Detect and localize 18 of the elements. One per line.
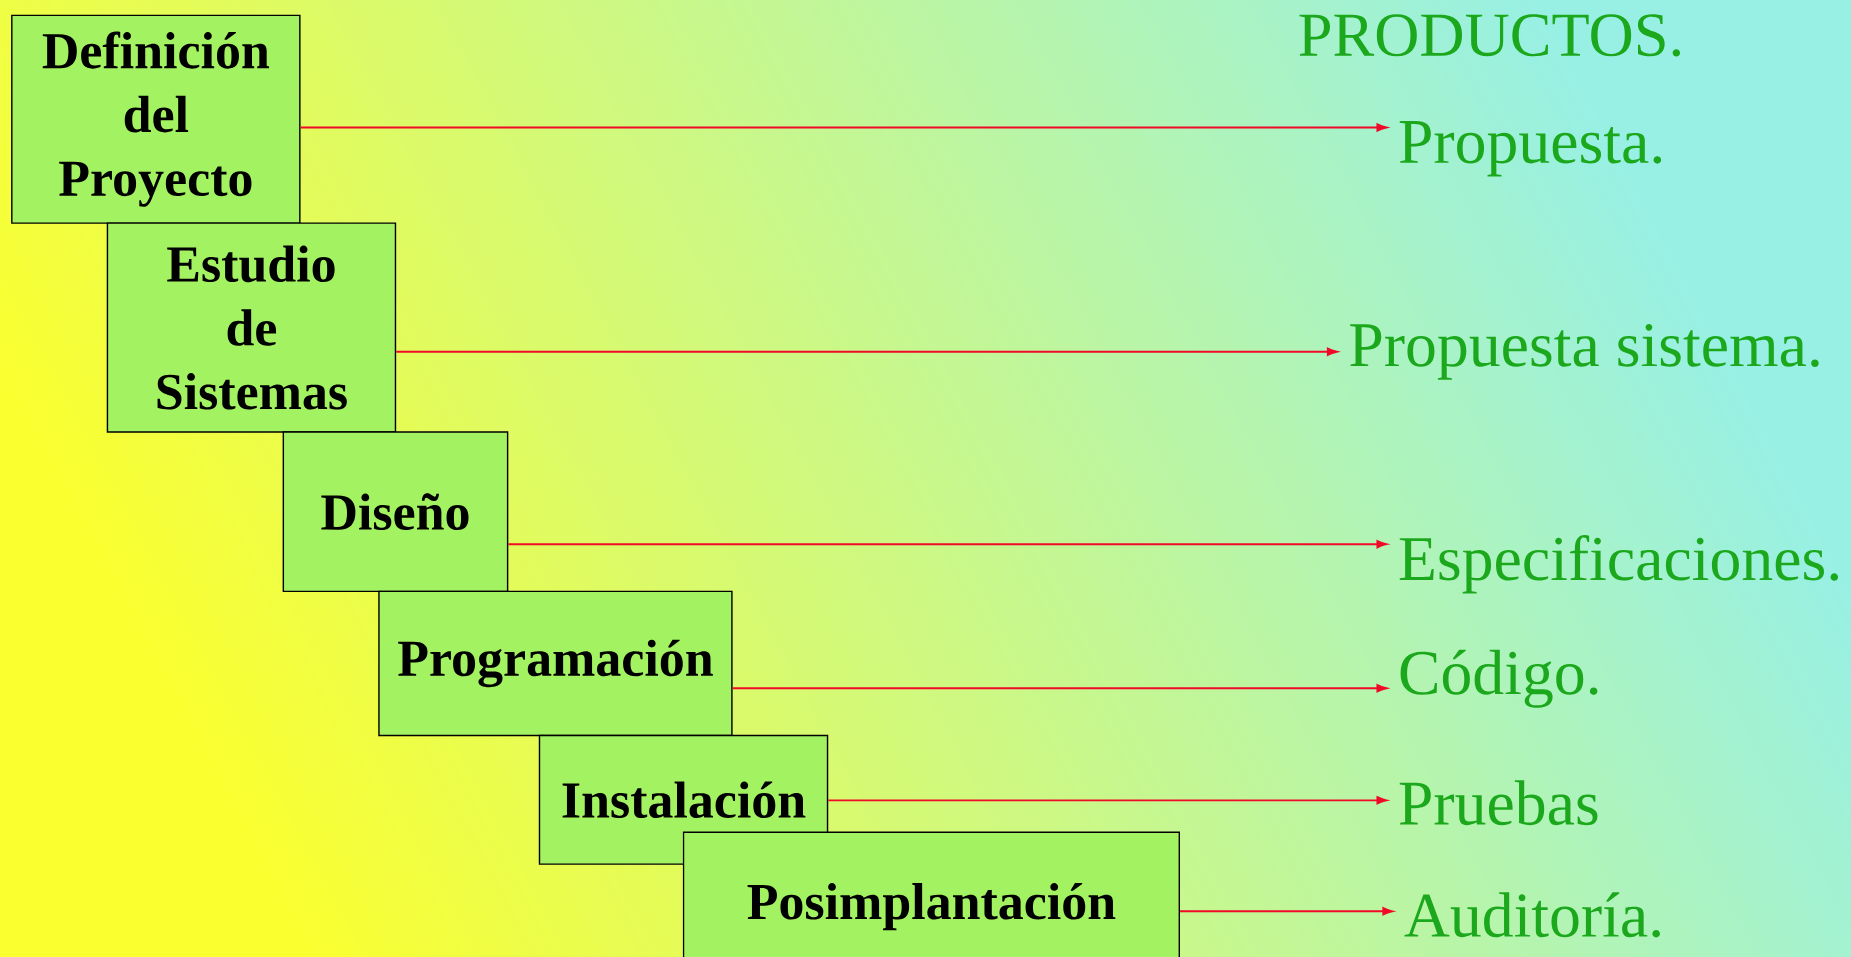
product-text: Pruebas xyxy=(1399,780,1598,825)
product-text: Especificaciones. xyxy=(1399,534,1839,594)
product-text: Propuesta sistema. xyxy=(1350,323,1819,380)
process-box: Programación xyxy=(378,590,733,736)
product-text: Código. xyxy=(1400,649,1598,708)
process-box: Diseño xyxy=(282,431,509,592)
arrow xyxy=(299,123,1388,132)
process-box: Posimplantación xyxy=(682,831,1181,957)
process-box: Estudio de Sistemas xyxy=(106,222,397,433)
arrow xyxy=(1179,907,1394,916)
arrow xyxy=(395,347,1338,356)
column-heading: PRODUCTOS. xyxy=(1299,14,1681,57)
process-box: Definición del Proyecto xyxy=(11,14,301,224)
arrow xyxy=(731,683,1388,693)
product-text: Propuesta. xyxy=(1399,120,1662,177)
product-text: Auditoría. xyxy=(1404,892,1660,938)
arrow xyxy=(507,539,1388,549)
arrow xyxy=(827,796,1388,805)
